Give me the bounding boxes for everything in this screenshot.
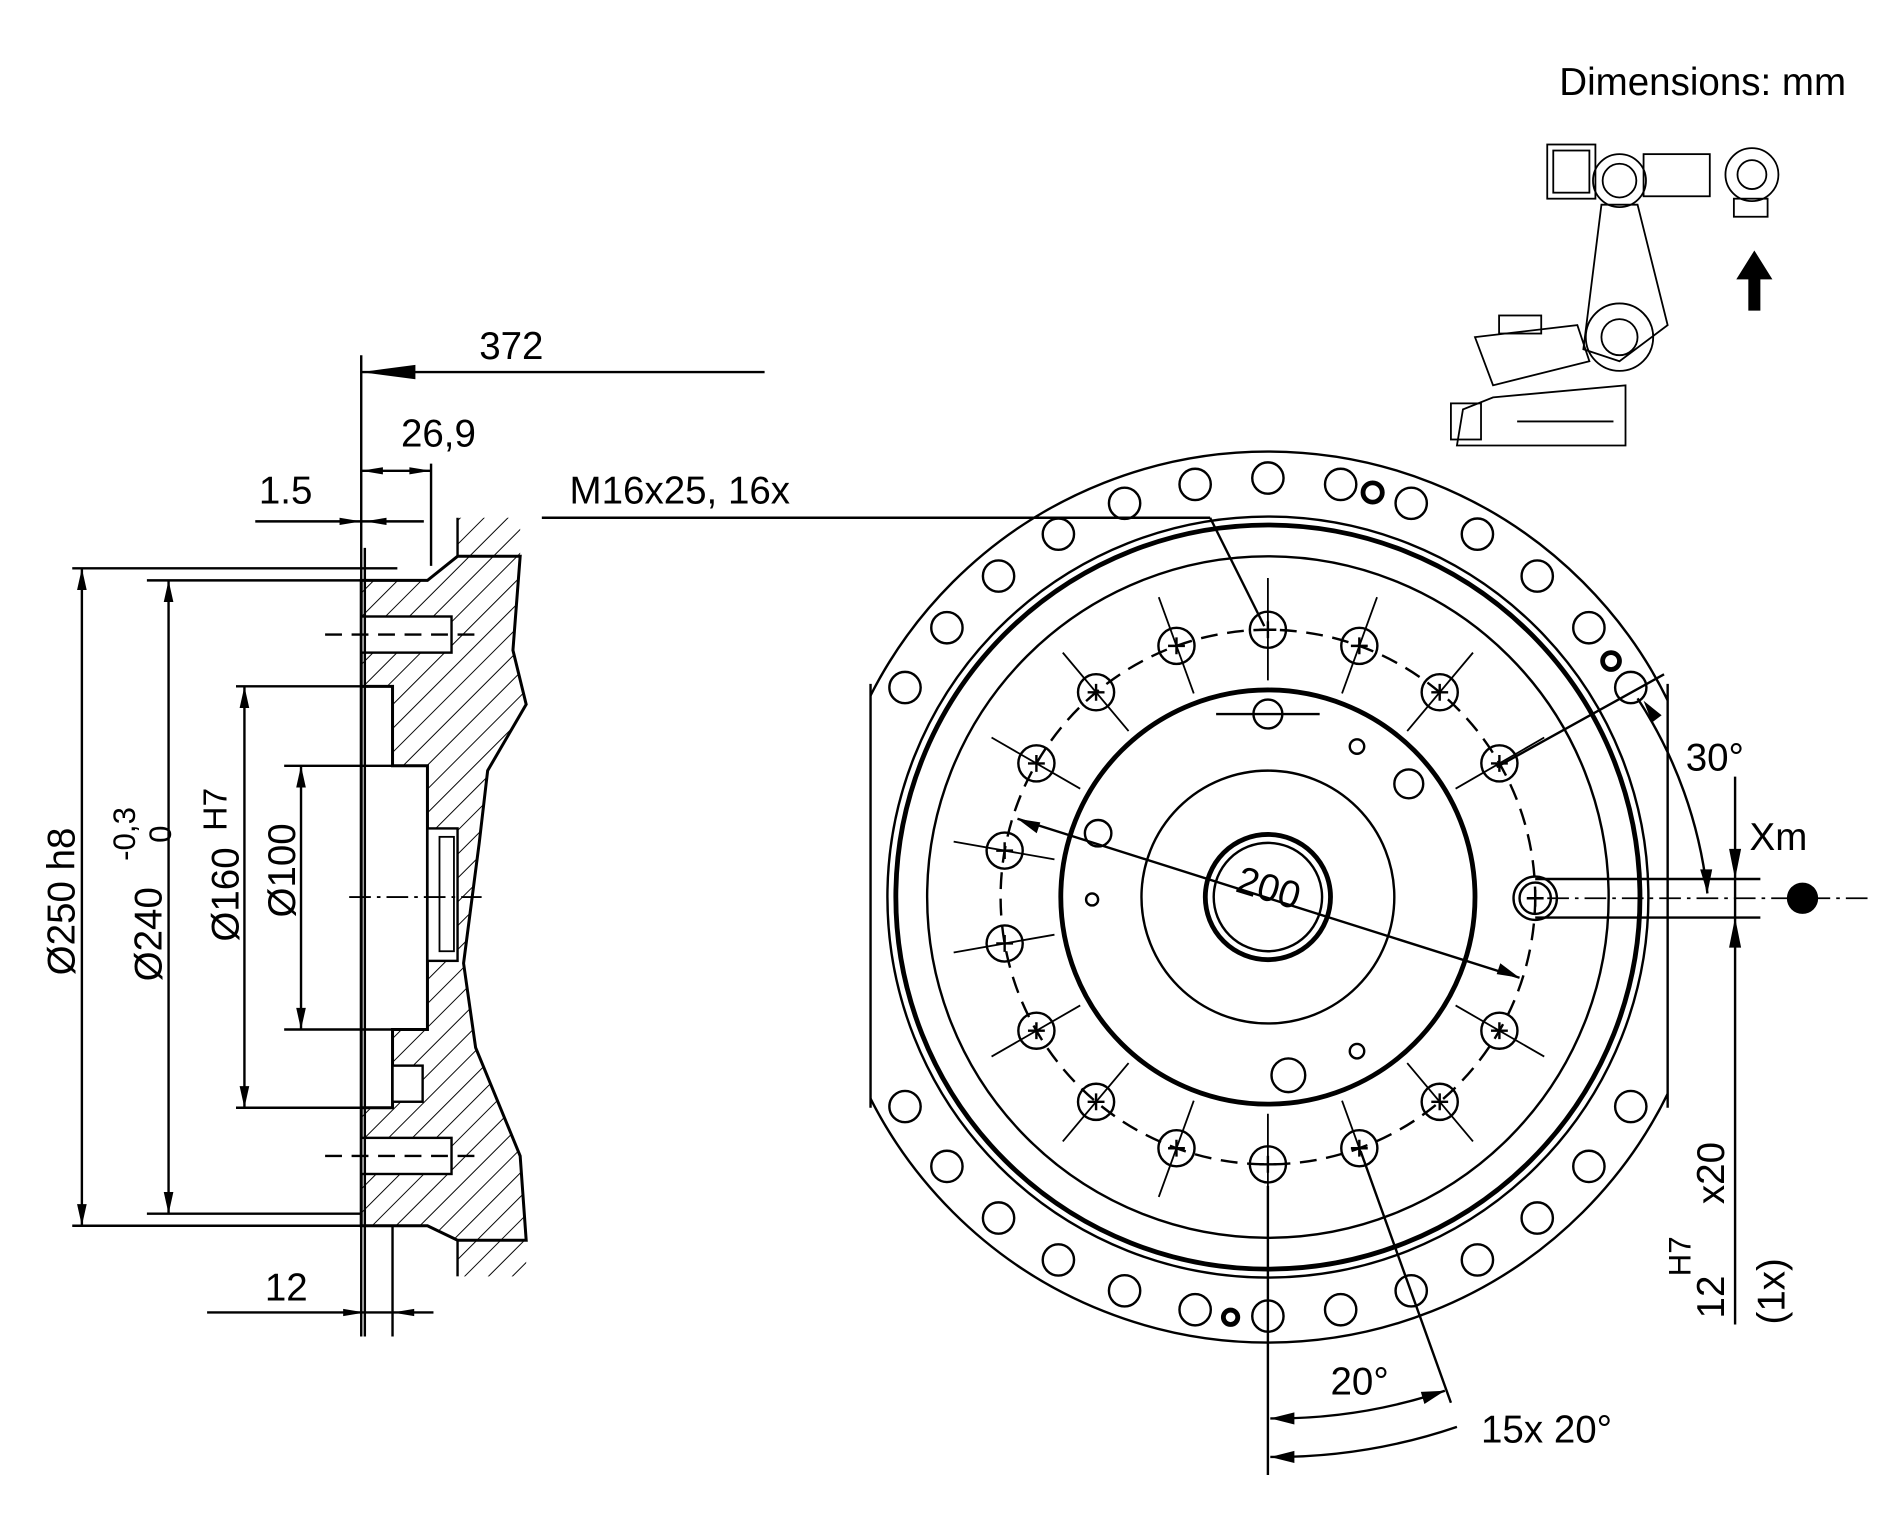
threaded-bolt-hole bbox=[1157, 1100, 1196, 1198]
industrial-robot-icon bbox=[1450, 143, 1780, 447]
pin-count: (1x) bbox=[1750, 1258, 1793, 1324]
outer-hole bbox=[1572, 610, 1606, 645]
dim-dia-160-fit: H7 bbox=[196, 788, 234, 831]
dim-dia-160: Ø160 bbox=[204, 847, 247, 941]
angle-30: 30° bbox=[1686, 737, 1744, 780]
threaded-bolt-hole bbox=[1062, 1062, 1130, 1143]
xm-label: Xm bbox=[1750, 816, 1808, 859]
outer-hole bbox=[1572, 1149, 1606, 1184]
outer-hole bbox=[1460, 517, 1495, 552]
pin-size: 12 bbox=[1690, 1276, 1733, 1319]
outer-hole bbox=[1394, 1273, 1429, 1308]
bolt-circle-diameter: 200 bbox=[1232, 859, 1306, 919]
outer-hole bbox=[981, 559, 1016, 593]
outer-hole bbox=[1520, 559, 1555, 593]
threaded-bolt-hole bbox=[1157, 596, 1196, 694]
dim-26-9: 26,9 bbox=[401, 413, 476, 456]
threaded-bolt-hole bbox=[1455, 736, 1545, 790]
angle-20: 20° bbox=[1331, 1360, 1389, 1403]
threaded-bolt-hole bbox=[1062, 652, 1130, 732]
front-view: 200 M16x25, 16x 30° Xm 12 H7 x20 (1x) 20… bbox=[541, 450, 1873, 1476]
outer-hole bbox=[1394, 486, 1429, 521]
dim-dia-240-tol-upper: -0,3 bbox=[107, 807, 142, 861]
outer-hole bbox=[1041, 1243, 1076, 1277]
outer-hole bbox=[981, 1201, 1016, 1235]
dim-dia-250: Ø250 h8 bbox=[41, 828, 84, 976]
threaded-bolt-hole bbox=[1248, 577, 1288, 681]
threaded-bolt-hole bbox=[953, 831, 1055, 870]
section-view: 372 26,9 1.5 12 Ø250 h8 Ø240 -0,3 0 Ø160… bbox=[41, 325, 765, 1337]
pin-depth: x20 bbox=[1690, 1142, 1733, 1204]
dim-dia-240: Ø240 bbox=[127, 887, 170, 981]
outer-hole bbox=[1041, 517, 1076, 552]
outer-hole bbox=[1460, 1243, 1495, 1277]
arrow-up-icon bbox=[1736, 250, 1773, 311]
outer-hole bbox=[930, 610, 964, 645]
threaded-bolt-hole bbox=[1406, 1062, 1474, 1143]
threaded-bolt-hole bbox=[991, 1004, 1081, 1058]
angle-pattern: 15x 20° bbox=[1481, 1409, 1612, 1452]
thread-callout: M16x25, 16x bbox=[570, 469, 791, 512]
reference-point-marker bbox=[1786, 882, 1819, 914]
outer-hole bbox=[1107, 486, 1142, 521]
threaded-bolt-hole bbox=[1340, 596, 1379, 694]
dim-12: 12 bbox=[265, 1266, 308, 1309]
dim-dia-240-tol-lower: 0 bbox=[143, 825, 178, 842]
outer-hole bbox=[1323, 1292, 1358, 1327]
outer-hole bbox=[1613, 670, 1648, 705]
dim-372: 372 bbox=[479, 325, 543, 368]
threaded-bolt-hole bbox=[1406, 652, 1474, 732]
outer-hole bbox=[1107, 1273, 1142, 1308]
threaded-bolt-hole bbox=[1455, 1004, 1545, 1058]
outer-hole bbox=[1613, 1089, 1648, 1124]
outer-hole bbox=[1323, 467, 1358, 502]
dim-1-5: 1.5 bbox=[259, 469, 313, 512]
outer-hole bbox=[1178, 1292, 1212, 1327]
threaded-bolt-hole bbox=[991, 736, 1081, 790]
units-label: Dimensions: mm bbox=[1559, 61, 1846, 104]
outer-hole bbox=[888, 670, 922, 705]
outer-hole bbox=[930, 1149, 964, 1184]
outer-hole bbox=[1520, 1201, 1555, 1235]
dim-dia-100: Ø100 bbox=[261, 823, 304, 917]
outer-hole bbox=[888, 1089, 922, 1124]
threaded-bolt-hole bbox=[953, 924, 1055, 963]
outer-hole bbox=[1178, 467, 1212, 502]
pin-fit: H7 bbox=[1663, 1236, 1698, 1276]
outer-hole bbox=[1251, 461, 1285, 495]
bolt-hole-ring bbox=[953, 577, 1545, 1217]
outer-hole-ring bbox=[888, 461, 1648, 1333]
